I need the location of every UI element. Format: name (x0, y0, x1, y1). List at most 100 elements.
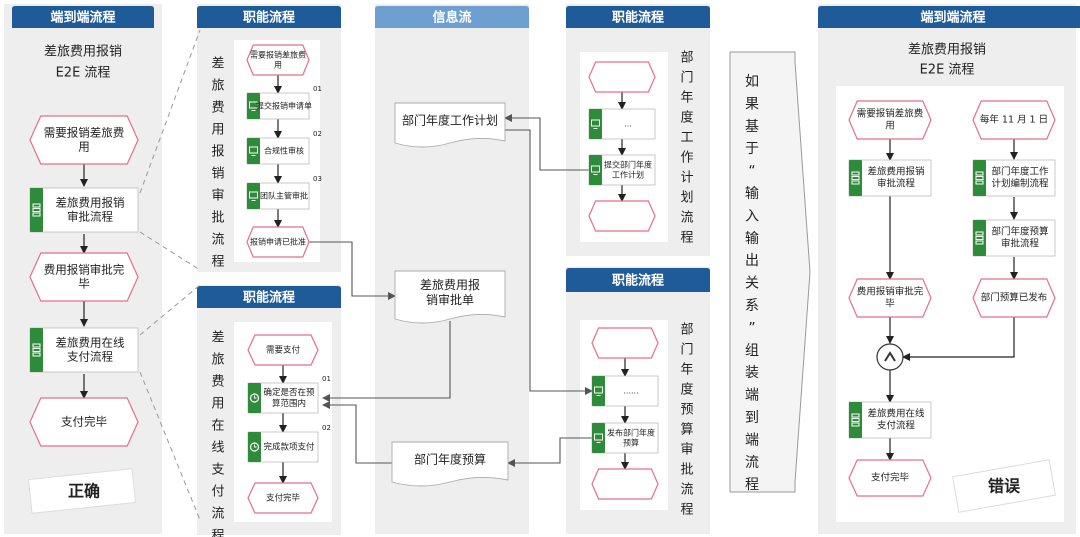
e2e-left-node-0-text: 用 (78, 140, 90, 154)
header-func-budget-label: 职能流程 (612, 273, 664, 289)
func-payment-vtitle: 旅 (211, 353, 224, 368)
func-payment-vtitle: 付 (211, 485, 224, 500)
func-budget-node-2-icon (592, 423, 605, 453)
e2e-left-node-2 (29, 252, 139, 302)
e2e-left-node-4 (29, 397, 139, 447)
func-payment-node-3 (247, 482, 319, 514)
link-doc2-to-payment (322, 401, 392, 464)
link-plan-to-doc0 (504, 114, 592, 171)
header-e2e-right-label: 端到端流程 (920, 10, 985, 26)
func-approval-node-1-text: 提交报销申请单 (256, 101, 312, 111)
e2e-left-title-2: E2E 流程 (56, 66, 111, 81)
link-doc0-to-budget (505, 129, 593, 395)
func-plan-node-1-icon (589, 109, 602, 139)
func-plan-node-1-text: ... (624, 120, 632, 129)
info-doc-1-text: 差旅费用报 (420, 277, 480, 292)
e2e-right-left-node-2 (848, 278, 932, 318)
link-doc1-to-payment (322, 321, 451, 402)
func-plan-vtitle: 部 (680, 51, 693, 66)
func-plan-node-3 (588, 200, 656, 232)
e2e-right-arrow-budget-to-gateway (902, 317, 1015, 361)
func-plan-vtitle: 计 (680, 171, 693, 186)
e2e-right-right-node-2-text: 部门年度预算 (991, 226, 1048, 238)
header-func-approval-label: 职能流程 (243, 10, 295, 26)
e2e-right-left-node-0 (848, 100, 932, 140)
func-payment-vtitle: 支 (211, 463, 224, 478)
func-budget-node-2-text: 预算 (623, 438, 639, 448)
header-e2e-left (12, 6, 154, 28)
func-payment-vtitle: 线 (211, 441, 224, 456)
middle-arrow-text: “ (748, 164, 755, 180)
stamp-correct-text: 正确 (68, 482, 100, 501)
func-approval-num-1: 01 (313, 85, 322, 93)
e2e-right-left-node-0-text: 需要报销差旅费 (857, 108, 924, 120)
middle-arrow-text: 装 (745, 365, 759, 381)
func-plan-node-2-text: 工作计划 (612, 170, 644, 180)
header-func-plan (566, 6, 710, 28)
func-approval-vtitle: 差 (211, 57, 224, 72)
e2e-left-node-3-text: 支付流程 (67, 350, 113, 364)
e2e-right-left-node-2-text: 费用报销审批完 (857, 286, 924, 298)
func-budget-vtitle: 批 (680, 463, 693, 478)
e2e-right-after-node-0 (848, 401, 932, 439)
e2e-left-node-1-text: 审批流程 (67, 210, 113, 224)
func-budget-node-1-icon (592, 376, 605, 406)
func-approval-node-0-text: 用 (274, 61, 282, 70)
info-doc-0-text: 部门年度工作计划 (402, 113, 498, 128)
func-payment-num-2: 02 (322, 424, 331, 432)
e2e-right-after-node-0-text: 支付流程 (877, 419, 916, 431)
func-payment-vtitle: 程 (211, 529, 224, 537)
func-plan-node-2-text: 提交部门年度 (604, 160, 652, 170)
func-budget-vtitle: 程 (680, 503, 693, 518)
info-doc-0 (394, 102, 506, 148)
info-doc-2 (391, 441, 509, 487)
func-payment-node-1-text: 确定是否在预 (263, 387, 315, 398)
middle-arrow-text: 于 (745, 141, 759, 157)
func-plan-node-0 (588, 61, 656, 93)
func-payment-vtitle: 在 (211, 419, 224, 434)
e2e-right-after-node-0-text: 差旅费用在线 (867, 408, 925, 420)
func-plan-vtitle: 划 (680, 191, 693, 206)
func-payment-vtitle: 流 (211, 507, 224, 522)
func-budget-vtitle: 算 (680, 423, 693, 438)
middle-arrow-text: 端 (745, 432, 759, 448)
middle-arrow-text: 程 (745, 477, 759, 493)
func-payment-node-1-text: 算范围内 (272, 398, 306, 409)
info-doc-1 (394, 270, 506, 324)
e2e-right-left-node-0-text: 用 (885, 120, 895, 131)
func-payment-vtitle: 用 (211, 397, 224, 412)
func-payment-vtitle: 费 (211, 375, 224, 390)
middle-arrow (729, 51, 811, 493)
func-budget-vtitle: 流 (680, 483, 693, 498)
func-budget-vtitle: 审 (680, 443, 693, 458)
func-approval-node-4 (246, 226, 310, 258)
e2e-right-left-node-1-icon (849, 160, 862, 196)
func-budget-vtitle: 度 (680, 382, 693, 398)
func-plan-vtitle: 流 (680, 211, 693, 226)
func-approval-num-3: 03 (313, 175, 322, 183)
header-e2e-left-label: 端到端流程 (50, 10, 115, 26)
func-approval-num-2: 02 (313, 130, 322, 138)
func-payment-node-0-text: 需要支付 (266, 345, 301, 356)
e2e-left-node-4-text: 支付完毕 (61, 415, 107, 429)
header-func-budget (566, 268, 710, 292)
e2e-right-right-node-1-icon (973, 160, 986, 196)
middle-arrow-text: 基 (745, 118, 759, 135)
e2e-right-right-node-2-icon (973, 220, 986, 256)
middle-arrow-text: 出 (745, 253, 759, 269)
e2e-right-right-node-2 (972, 219, 1056, 257)
e2e-left-node-3-text: 差旅费用在线 (56, 335, 125, 349)
e2e-right-right-node-3 (972, 278, 1056, 318)
func-plan-vtitle: 年 (680, 91, 693, 106)
func-plan-vtitle: 工 (680, 131, 693, 146)
func-payment-node-3-text: 支付完毕 (266, 493, 301, 504)
e2e-right-title-2: E2E 流程 (920, 63, 975, 78)
e2e-left-node-1-text: 差旅费用报销 (56, 195, 125, 209)
e2e-left-title-1: 差旅费用报销 (44, 45, 122, 60)
header-e2e-right (818, 6, 1080, 28)
e2e-right-right-node-2-text: 审批流程 (1001, 237, 1040, 249)
func-plan-node-2-icon (589, 155, 602, 185)
zoom-line-2a (139, 284, 201, 336)
func-approval-vtitle: 审 (211, 189, 224, 204)
